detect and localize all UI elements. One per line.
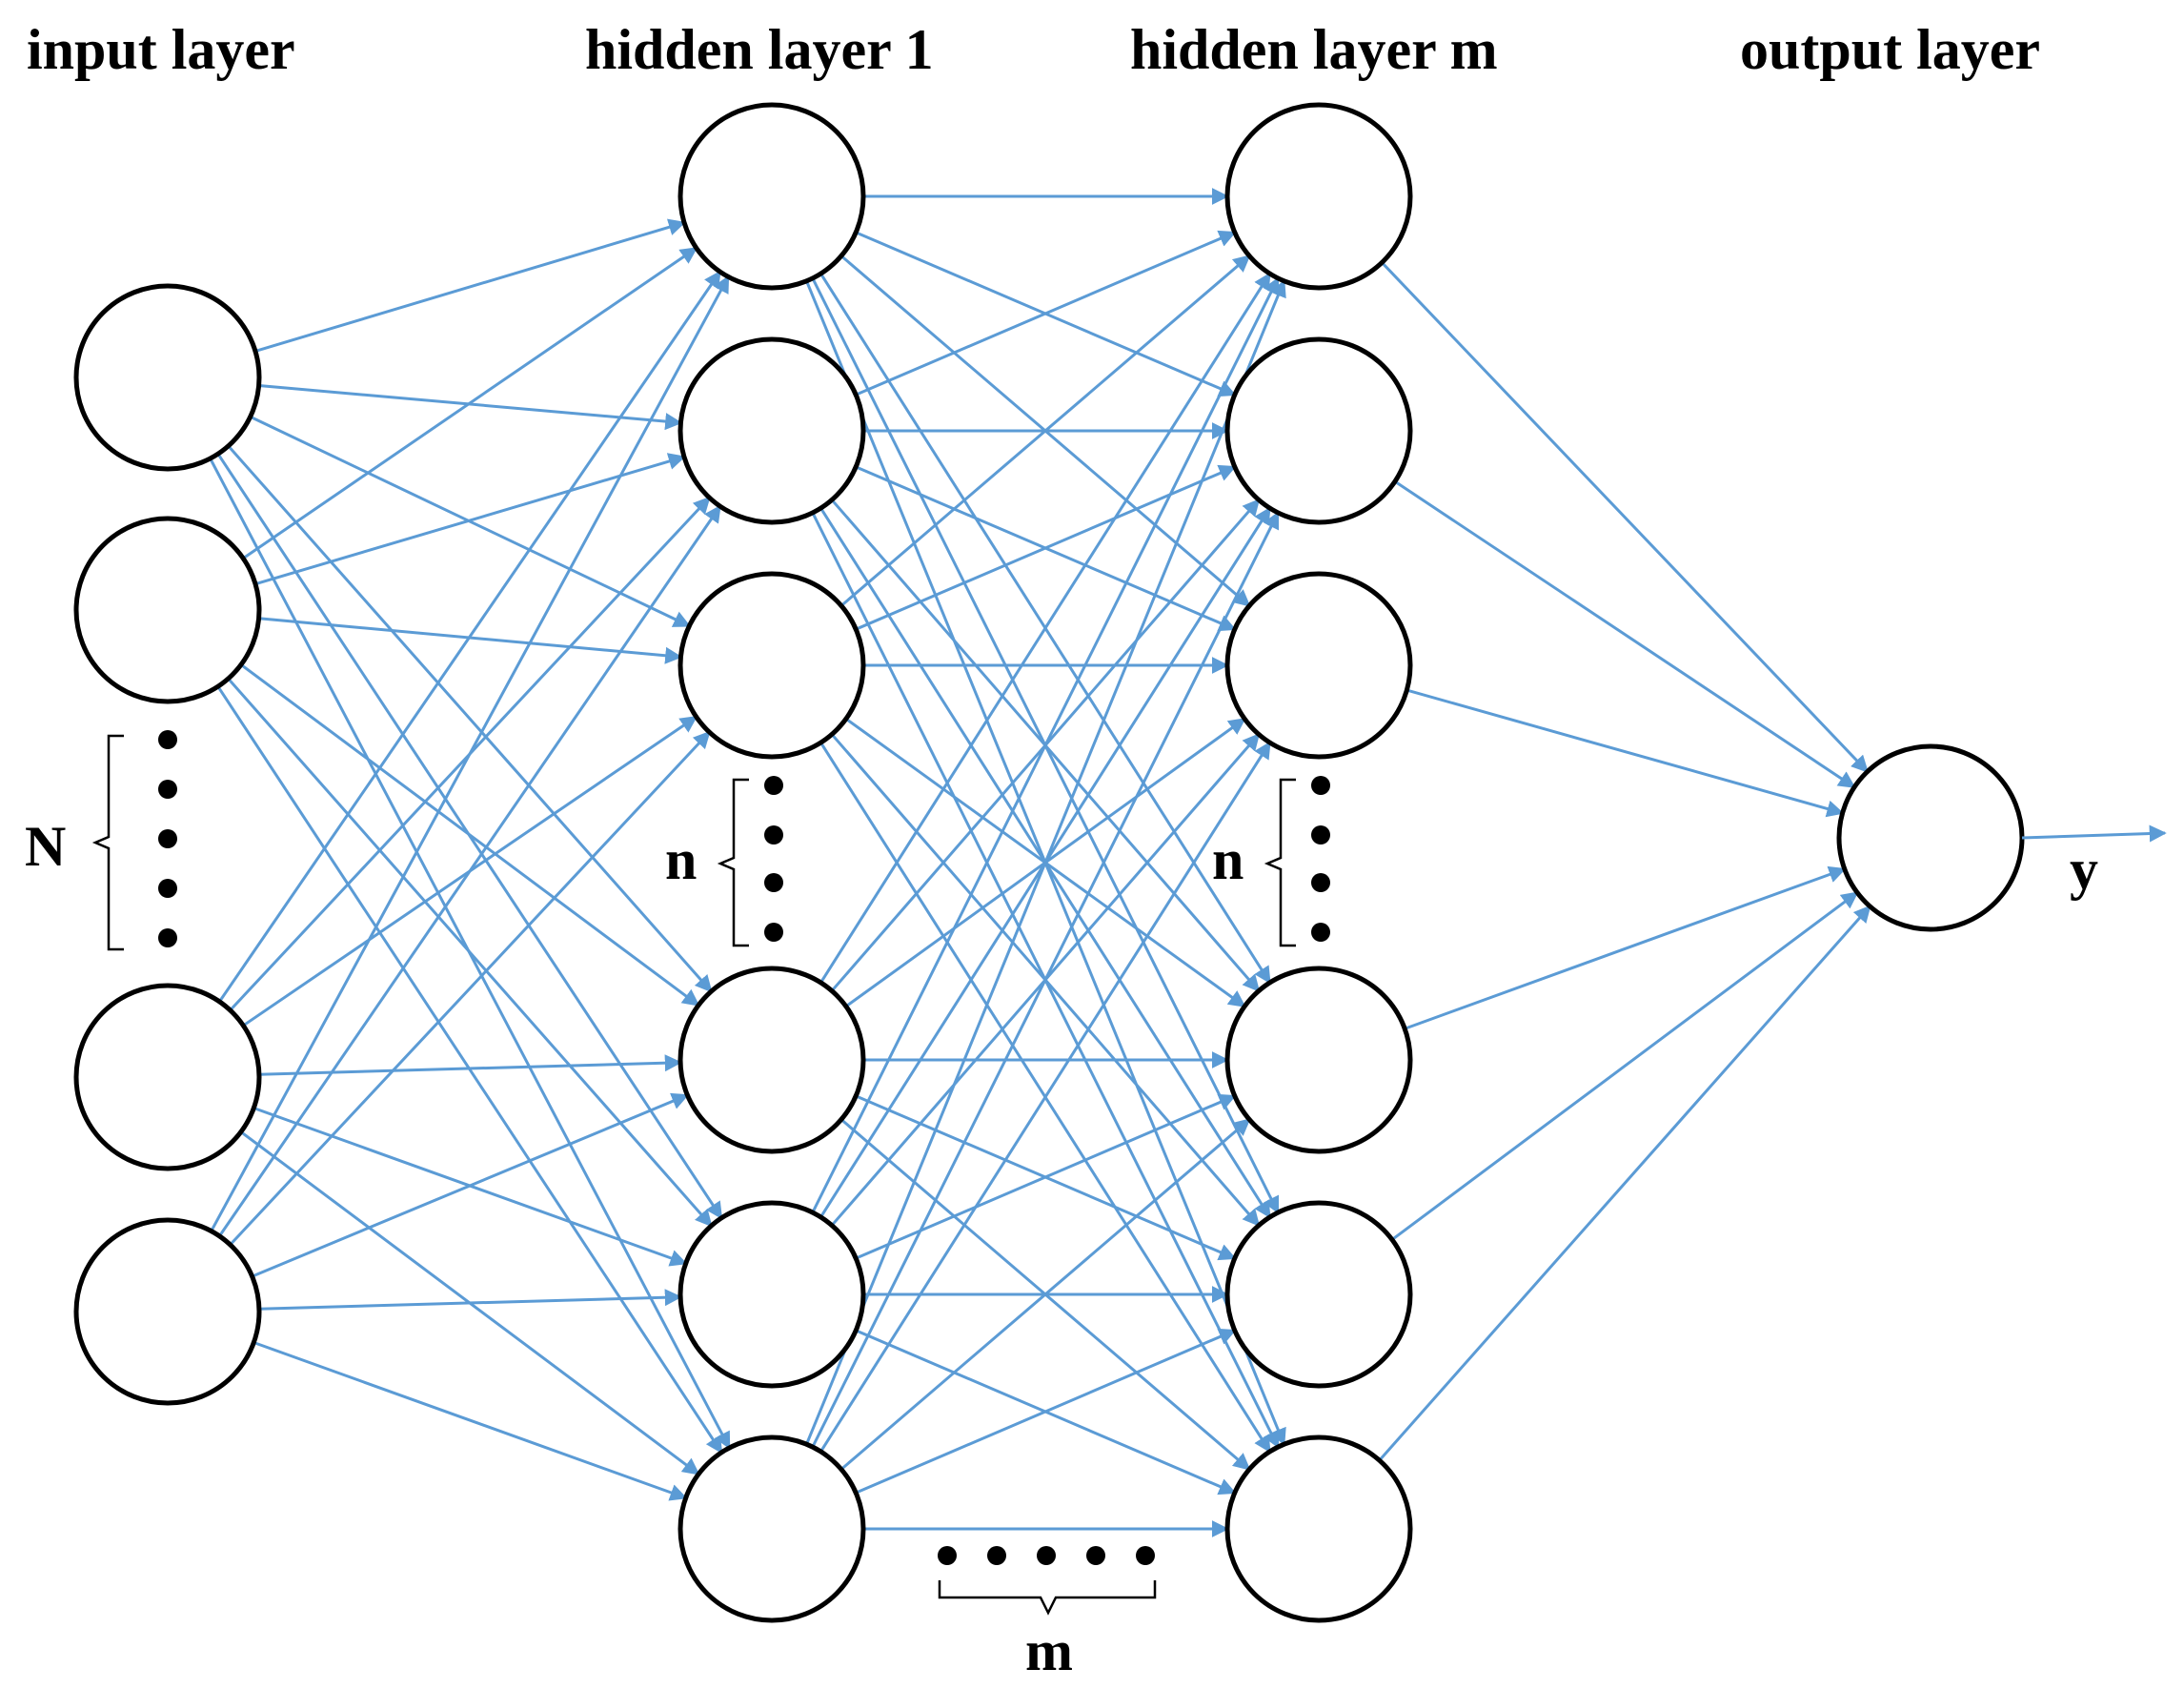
input-hidden1-edge bbox=[242, 246, 698, 560]
input-layer-title: input layer bbox=[27, 18, 295, 81]
input-count-brace bbox=[91, 734, 124, 951]
between-hidden-ellipsis-dot bbox=[1136, 1546, 1155, 1565]
hidden-layer-m-neuron bbox=[1224, 571, 1413, 760]
hiddenm-count-label: n bbox=[1212, 828, 1244, 891]
output-label: y bbox=[2070, 838, 2098, 901]
hiddenm-count-brace bbox=[1264, 778, 1296, 947]
input-ellipsis-dot bbox=[158, 730, 177, 749]
input-hidden1-edge bbox=[254, 218, 686, 353]
ellipsis-dots-group bbox=[158, 730, 1330, 1565]
between-hidden-ellipsis-dot bbox=[1037, 1546, 1056, 1565]
input-hidden1-edge bbox=[253, 1341, 688, 1501]
hiddenm-output-edge bbox=[1404, 865, 1847, 1030]
hidden1-ellipsis-dot bbox=[764, 825, 783, 844]
input-neuron bbox=[73, 1217, 262, 1406]
layers-count-label: m bbox=[1025, 1619, 1073, 1682]
hiddenm-ellipsis-dot bbox=[1311, 923, 1330, 942]
input-hidden1-edge bbox=[258, 1054, 682, 1076]
input-count-label: N bbox=[25, 815, 66, 878]
hidden1-hiddenm-edge bbox=[839, 1118, 1251, 1471]
hiddenm-ellipsis-dot bbox=[1311, 873, 1330, 892]
hidden1-hiddenm-edge bbox=[811, 511, 1280, 1448]
input-neuron bbox=[73, 283, 262, 472]
hidden-layer-m-neuron bbox=[1224, 1200, 1413, 1389]
input-hidden1-edge bbox=[252, 1092, 690, 1278]
input-hidden1-edge bbox=[258, 1289, 682, 1311]
hiddenm-output-edge bbox=[1394, 479, 1856, 789]
input-ellipsis-dot bbox=[158, 780, 177, 799]
input-ellipsis-dot bbox=[158, 879, 177, 898]
hiddenm-ellipsis-dot bbox=[1311, 776, 1330, 795]
between-hidden-ellipsis-dot bbox=[987, 1546, 1006, 1565]
input-hidden1-edge bbox=[254, 453, 686, 586]
layers-count-brace bbox=[938, 1580, 1157, 1616]
between-hidden-ellipsis-dot bbox=[938, 1546, 957, 1565]
hidden-layer-1-neuron bbox=[677, 1435, 866, 1623]
hidden-layer-1-neuron bbox=[677, 336, 866, 525]
neurons-group bbox=[73, 102, 2025, 1623]
hidden-layer-1-neuron bbox=[677, 571, 866, 760]
hidden1-ellipsis-dot bbox=[764, 776, 783, 795]
input-hidden1-edge bbox=[218, 504, 721, 1237]
hidden1-hiddenm-edge bbox=[819, 741, 1271, 1453]
hidden1-count-label: n bbox=[665, 828, 697, 891]
hidden1-hiddenm-edge bbox=[805, 279, 1286, 1445]
input-hidden1-edge bbox=[240, 663, 700, 1007]
hidden1-hiddenm-edge bbox=[811, 276, 1280, 1213]
input-neuron bbox=[73, 516, 262, 704]
hidden-layer-m-neuron bbox=[1224, 1435, 1413, 1623]
hidden-layer-1-neuron bbox=[677, 102, 866, 291]
hiddenm-ellipsis-dot bbox=[1311, 825, 1330, 844]
hidden1-count-brace bbox=[717, 778, 749, 947]
output-arrow bbox=[2021, 824, 2167, 843]
input-hidden1-edge bbox=[227, 444, 713, 993]
connections-group bbox=[209, 188, 1871, 1537]
output-neuron bbox=[1836, 743, 2025, 932]
hiddenm-output-edge bbox=[1381, 261, 1869, 773]
input-ellipsis-dot bbox=[158, 928, 177, 947]
hidden1-hiddenm-edge bbox=[855, 230, 1237, 397]
hidden-layer-m-neuron bbox=[1224, 102, 1413, 291]
input-hidden1-edge bbox=[229, 730, 711, 1246]
hidden-layer-1-title: hidden layer 1 bbox=[585, 18, 934, 81]
input-hidden1-edge bbox=[227, 677, 713, 1228]
hiddenm-output-edge bbox=[1391, 891, 1859, 1241]
hidden1-hiddenm-edge bbox=[839, 254, 1251, 607]
input-neuron bbox=[73, 983, 262, 1171]
hidden1-ellipsis-dot bbox=[764, 873, 783, 892]
hidden-layer-m-neuron bbox=[1224, 336, 1413, 525]
hiddenm-output-edge bbox=[1378, 905, 1871, 1462]
hiddenm-output-edge bbox=[1405, 688, 1845, 818]
between-hidden-ellipsis-dot bbox=[1086, 1546, 1105, 1565]
input-hidden1-edge bbox=[218, 270, 721, 1003]
hidden1-ellipsis-dot bbox=[764, 923, 783, 942]
hidden-layer-m-neuron bbox=[1224, 966, 1413, 1154]
input-ellipsis-dot bbox=[158, 829, 177, 848]
input-hidden1-edge bbox=[210, 275, 730, 1232]
hidden1-hiddenm-edge bbox=[819, 272, 1271, 984]
hidden-layer-1-neuron bbox=[677, 1200, 866, 1389]
hidden1-hiddenm-edge bbox=[855, 1328, 1237, 1495]
hidden-layer-1-neuron bbox=[677, 966, 866, 1154]
output-layer-title: output layer bbox=[1740, 18, 2040, 81]
hidden-layer-m-title: hidden layer m bbox=[1130, 18, 1498, 81]
